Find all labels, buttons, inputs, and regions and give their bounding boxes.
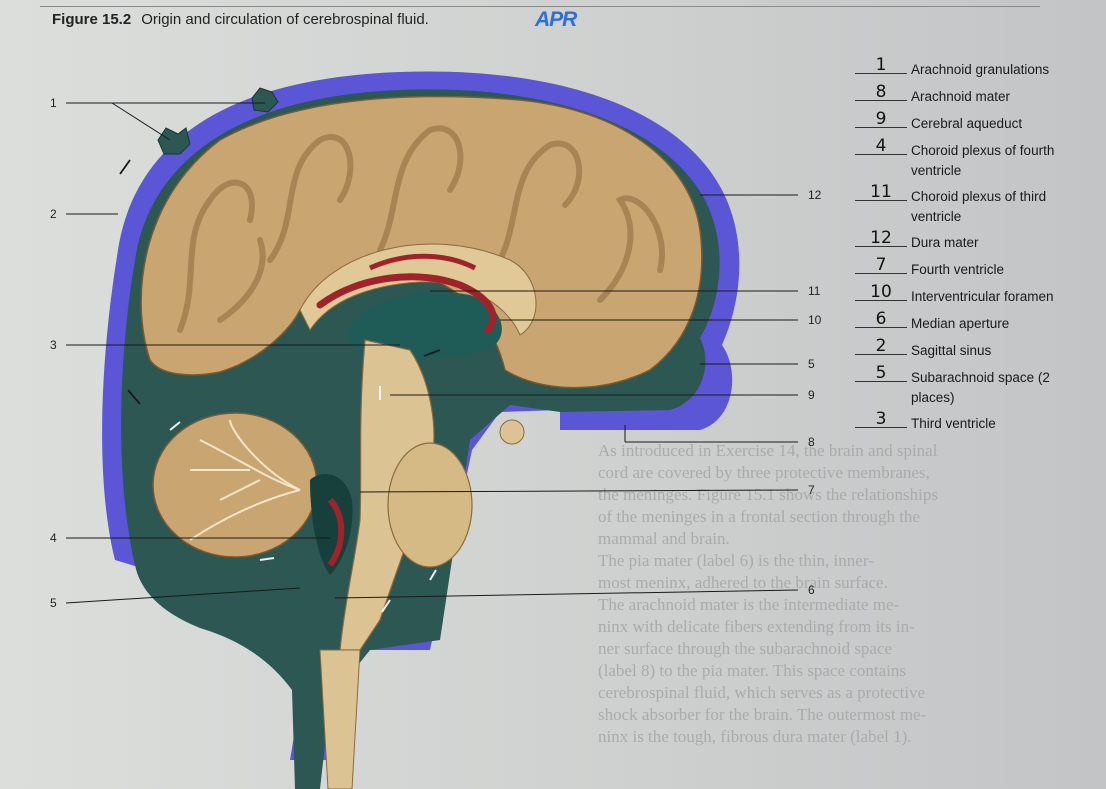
key-row: 7 Fourth ventricle xyxy=(855,256,1095,283)
callout-right-7: 7 xyxy=(808,483,815,497)
answer-blank[interactable]: 8 xyxy=(855,84,907,101)
key-term: Arachnoid granulations xyxy=(911,62,1050,77)
key-row: 8 Arachnoid mater xyxy=(855,83,1095,110)
callout-left-1: 1 xyxy=(50,96,57,110)
fourth-ventricle xyxy=(310,474,353,575)
background-line: cerebrospinal fluid, which serves as a p… xyxy=(598,683,926,702)
choroid-plexus-third xyxy=(316,273,497,334)
background-line: ner surface through the subarachnoid spa… xyxy=(598,639,893,658)
callout-right-12: 12 xyxy=(808,188,822,202)
key-row: 2 Sagittal sinus xyxy=(855,337,1095,364)
pons xyxy=(387,442,473,568)
callout-left-2: 2 xyxy=(50,207,57,221)
flow-arrows-dark xyxy=(119,159,441,405)
callout-left-4: 4 xyxy=(50,531,57,545)
background-line: most meninx, adhered to the brain surfac… xyxy=(598,573,888,592)
key-term: Dura mater xyxy=(911,235,979,250)
key-term: Interventricular foramen xyxy=(911,289,1054,304)
background-line: mammal and brain. xyxy=(598,529,730,548)
background-line: of the meninges in a frontal section thr… xyxy=(598,507,920,526)
key-term: Cerebral aqueduct xyxy=(911,116,1023,131)
label-key: 1 Arachnoid granulations 8 Arachnoid mater 9… xyxy=(855,56,1095,437)
key-term: Choroid plexus of third ventricle xyxy=(911,189,1047,224)
background-line: ninx is the tough, fibrous dura mater (l… xyxy=(598,727,912,746)
choroid-plexus-fourth xyxy=(327,497,345,567)
background-line: shock absorber for the brain. The outerm… xyxy=(598,705,927,724)
arbor-vitae xyxy=(189,419,301,541)
figure-caption: Figure 15.2 Origin and circulation of cer… xyxy=(52,11,429,28)
figure-number: Figure 15.2 xyxy=(52,11,132,28)
answer-blank[interactable]: 12 xyxy=(855,230,907,247)
key-term: Fourth ventricle xyxy=(911,262,1005,277)
answer-blank[interactable]: 3 xyxy=(855,411,907,428)
answer-blank[interactable]: 4 xyxy=(855,138,907,155)
background-line: the meninges. Figure 15.1 shows the rela… xyxy=(598,485,938,504)
key-row: 6 Median aperture xyxy=(855,310,1095,337)
answer-blank[interactable]: 1 xyxy=(855,57,907,74)
key-term: Choroid plexus of fourth ventricle xyxy=(911,143,1055,178)
csf-flow-arrows xyxy=(169,386,437,613)
answer-blank[interactable]: 9 xyxy=(855,111,907,128)
key-term: Sagittal sinus xyxy=(911,343,992,358)
arachnoid-granulation-2 xyxy=(251,87,279,113)
answer-blank[interactable]: 2 xyxy=(855,338,907,355)
callout-right-6: 6 xyxy=(808,583,815,597)
figure-title: Origin and circulation of cerebrospinal … xyxy=(141,11,429,28)
callout-left-3: 3 xyxy=(50,338,57,352)
pituitary xyxy=(499,419,525,445)
key-row: 12 Dura mater xyxy=(855,229,1095,256)
background-line: (label 8) to the pia mater. This space c… xyxy=(598,661,906,680)
key-term: Arachnoid mater xyxy=(911,89,1011,104)
answer-blank[interactable]: 6 xyxy=(855,311,907,328)
answer-blank[interactable]: 7 xyxy=(855,257,907,274)
key-term: Median aperture xyxy=(911,316,1010,331)
answer-blank[interactable]: 10 xyxy=(855,284,907,301)
key-row: 1 Arachnoid granulations xyxy=(855,56,1095,83)
background-line: The arachnoid mater is the intermediate … xyxy=(598,595,900,614)
key-row: 3 Third ventricle xyxy=(855,410,1095,437)
background-line: The pia mater (label 6) is the thin, inn… xyxy=(598,551,874,570)
callout-right-8: 8 xyxy=(808,435,815,449)
key-row: 9 Cerebral aqueduct xyxy=(855,110,1095,137)
background-line: ninx with delicate fibers extending from… xyxy=(598,617,915,636)
page-rule xyxy=(40,6,1040,7)
key-row: 10 Interventricular foramen xyxy=(855,283,1095,310)
corpus-callosum xyxy=(299,243,537,336)
spinal-cord xyxy=(319,649,361,789)
background-line: cord are covered by three protective mem… xyxy=(598,463,930,482)
leader-lines-left xyxy=(65,102,400,604)
choroid-plexus-lateral xyxy=(368,253,477,271)
leader-lines-right xyxy=(334,194,799,599)
cerebral-gyri xyxy=(177,125,665,333)
key-term: Subarachnoid space (2 places) xyxy=(911,370,1050,405)
background-line: As introduced in Exercise 14, the brain … xyxy=(598,441,938,460)
answer-blank[interactable]: 5 xyxy=(855,365,907,382)
callout-right-5: 5 xyxy=(808,357,815,371)
callout-right-9: 9 xyxy=(808,388,815,402)
apr-logo: APR xyxy=(535,8,577,31)
callout-right-11: 11 xyxy=(808,284,821,298)
arachnoid-granulation-1 xyxy=(157,127,191,155)
callout-left-5: 5 xyxy=(50,596,57,610)
callout-right-10: 10 xyxy=(808,313,822,327)
background-body-text: As introduced in Exercise 14, the brain … xyxy=(598,440,1106,748)
key-term: Third ventricle xyxy=(911,416,996,431)
answer-blank[interactable]: 11 xyxy=(855,184,907,201)
